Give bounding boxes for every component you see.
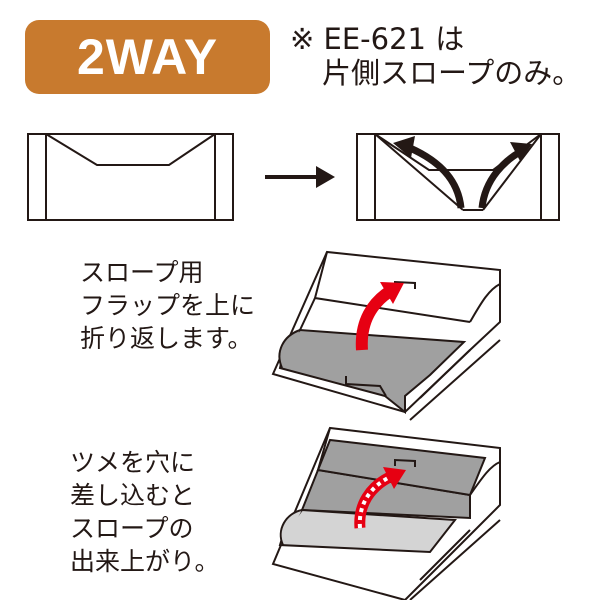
step2-tray-illustration (271, 426, 501, 600)
step1-line-3: 折り返します。 (80, 324, 253, 353)
step2-instructions: ツメを穴に 差し込むと スロープの 出来上がり。 (70, 446, 220, 578)
step2-line-2: 差し込むと (70, 481, 196, 510)
transform-arrow-icon (265, 166, 335, 188)
flap-rotate-arrows-icon (393, 136, 532, 209)
step1-line-2: フラップを上に (80, 291, 256, 320)
2way-badge: 2WAY (25, 20, 270, 94)
step2-line-1: ツメを穴に (70, 448, 196, 477)
model-note: ※ EE-621 は 片側スロープのみ。 (290, 22, 581, 90)
tray-flat-diagram (27, 133, 234, 221)
step1-lift-arrow-icon (355, 282, 404, 351)
step1-instructions: スロープ用 フラップを上に 折り返します。 (80, 256, 255, 355)
note-line-1: EE-621 は (323, 22, 465, 56)
reference-mark: ※ (290, 22, 315, 56)
step1-tray-illustration (271, 250, 501, 421)
step1-line-1: スロープ用 (80, 258, 204, 287)
step2-line-3: スロープの (70, 514, 194, 543)
note-line-2: 片側スロープのみ。 (322, 56, 582, 90)
step2-line-4: 出来上がり。 (70, 547, 220, 576)
step2-insert-arrow-icon (354, 467, 406, 529)
